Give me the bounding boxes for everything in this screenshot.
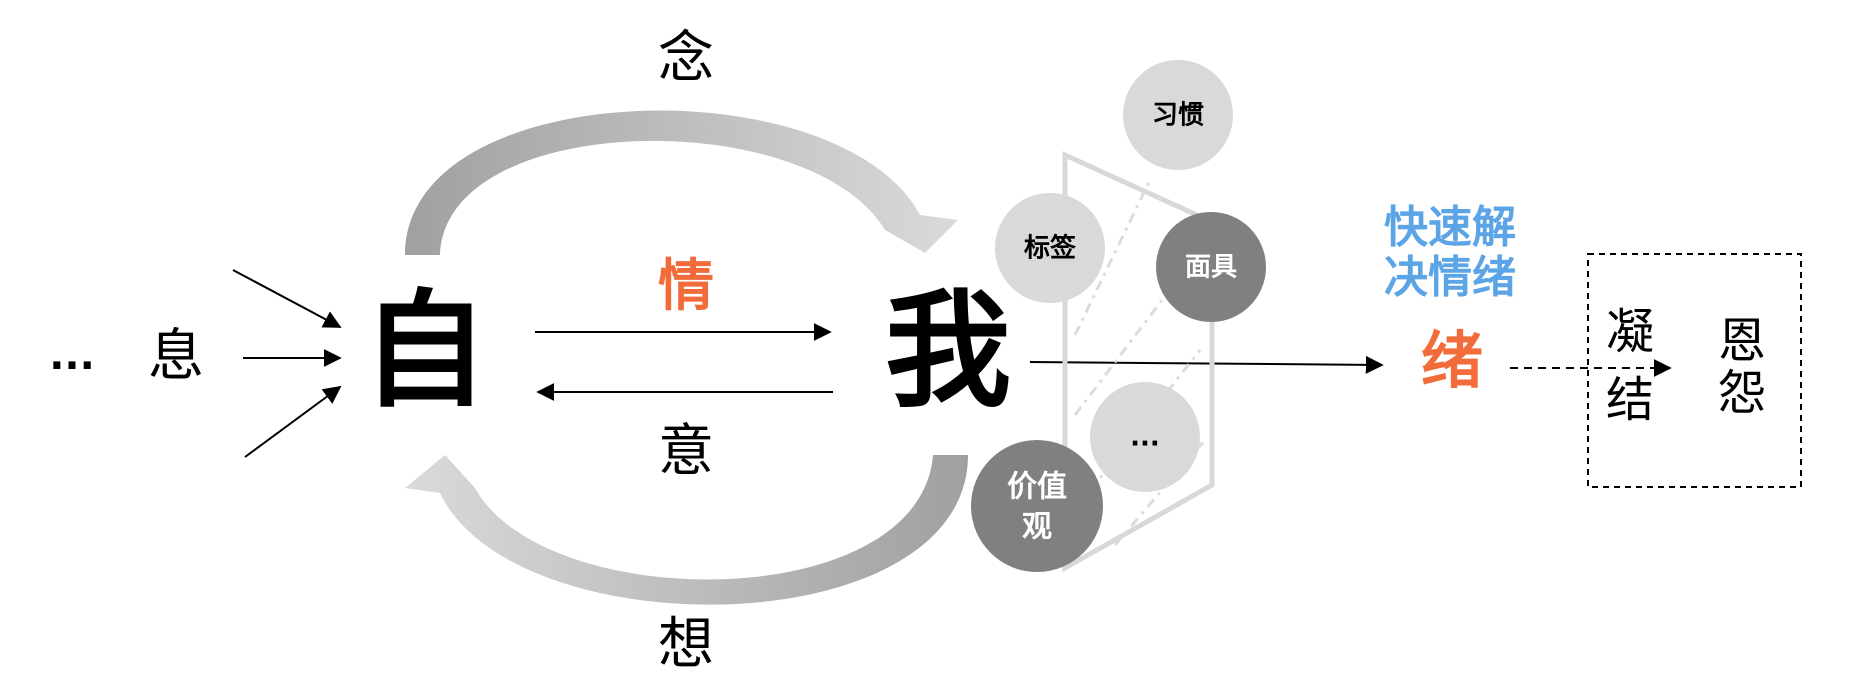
label-yuan: 怨 — [1718, 365, 1766, 421]
wo-to-xu-arrow — [1029, 355, 1384, 374]
bubble-tag — [995, 193, 1105, 303]
bubble-more-label: ... — [1130, 423, 1160, 453]
bubble-mask — [1156, 212, 1266, 322]
label-ning: 凝 — [1606, 304, 1654, 360]
label-xu: 绪 — [1421, 324, 1483, 397]
label-xiang: 想 — [658, 612, 714, 677]
ellipsis-left: ... — [49, 333, 95, 379]
input-arrow-bottom — [244, 385, 342, 458]
quick-resolve-line-1: 快速解 — [1384, 202, 1516, 253]
bubble-habit-label: 习惯 — [1152, 101, 1204, 131]
bubble-tag-label: 标签 — [1024, 233, 1077, 264]
label-en: 恩 — [1718, 313, 1766, 369]
top-curved-arrow — [405, 110, 958, 255]
label-jie: 结 — [1606, 372, 1654, 428]
label-zi: 自 — [362, 278, 488, 425]
bubble-values-label-2: 观 — [1022, 510, 1052, 545]
bubble-more — [1090, 382, 1200, 492]
result-box — [1587, 253, 1802, 488]
bubble-habit — [1123, 60, 1233, 170]
bubble-values-label-1: 价值 — [1007, 470, 1067, 505]
input-arrow-top — [232, 269, 342, 328]
bubble-mask-label: 面具 — [1185, 253, 1237, 283]
bubble-values — [971, 440, 1103, 572]
label-qing: 情 — [658, 254, 714, 319]
label-nian: 念 — [658, 26, 714, 91]
quick-resolve-line-2: 决情绪 — [1384, 252, 1516, 303]
label-wo: 我 — [885, 278, 1011, 425]
bottom-curved-arrow — [405, 455, 968, 605]
label-yi: 意 — [658, 419, 714, 484]
label-xi: 息 — [148, 324, 204, 389]
